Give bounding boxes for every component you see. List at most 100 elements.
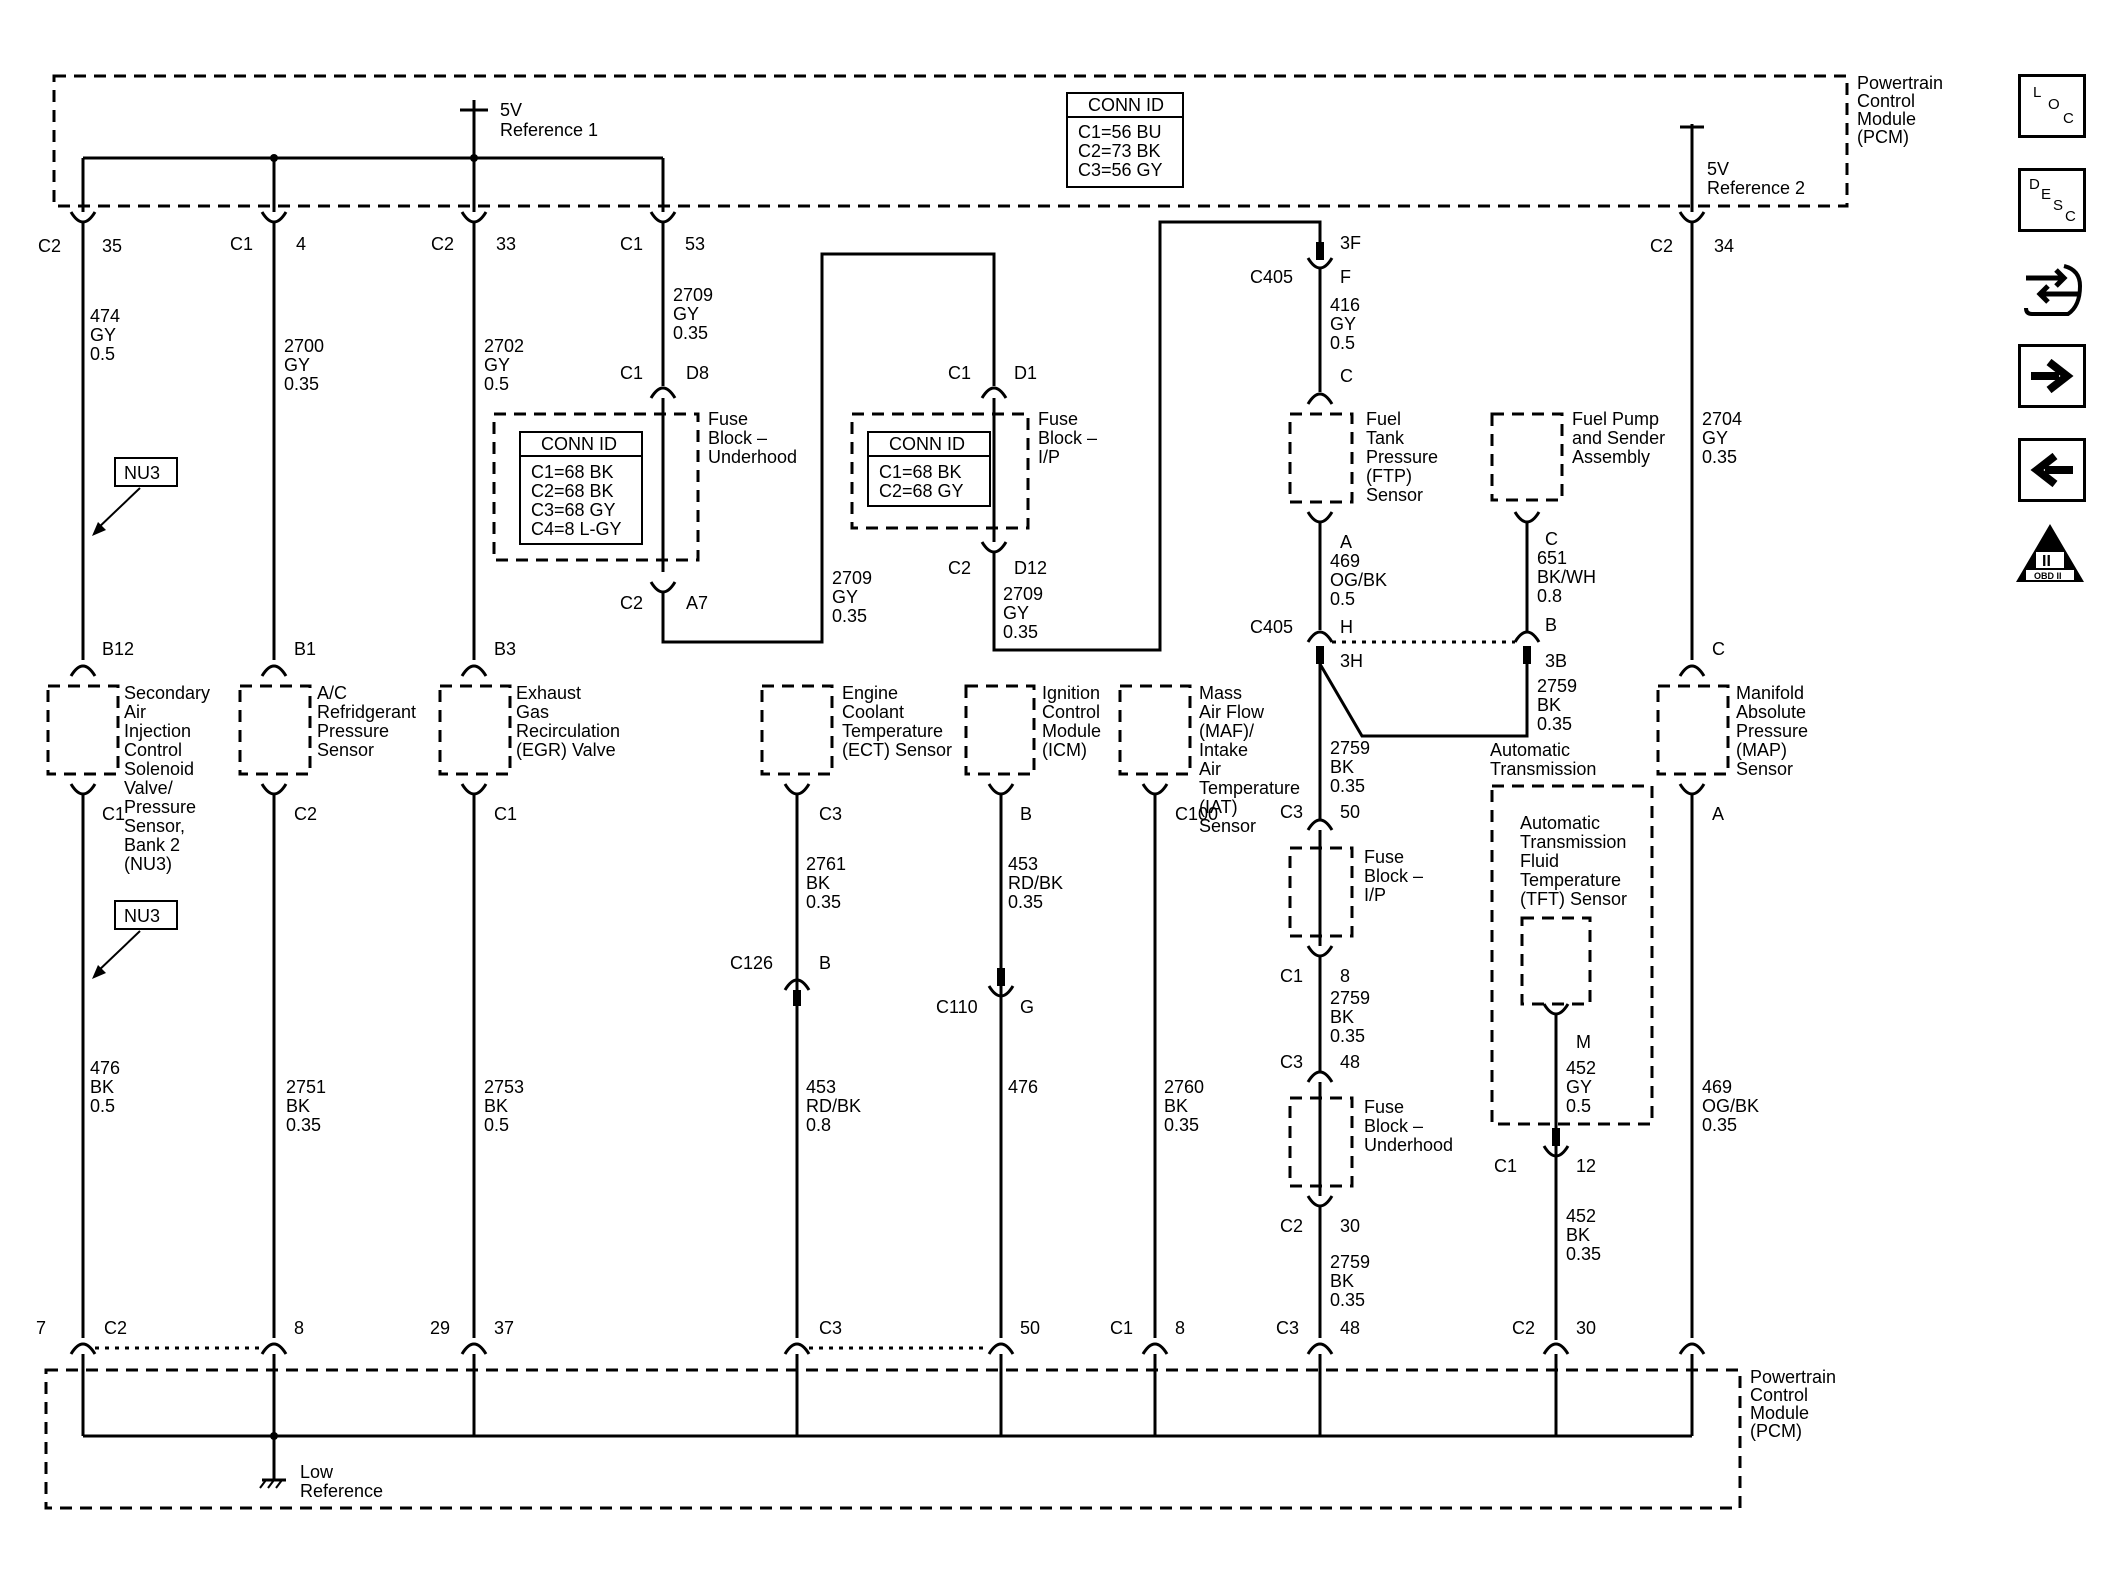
pin-s1-top: B12 xyxy=(102,639,134,659)
pcm-bottom-box xyxy=(44,1368,1742,1510)
svg-text:Sensor: Sensor xyxy=(1366,485,1423,505)
previous-page-button[interactable] xyxy=(2018,438,2086,502)
pcm-top-label-3: Module xyxy=(1857,109,1916,129)
svg-text:Exhaust: Exhaust xyxy=(516,683,581,703)
next-page-button[interactable] xyxy=(2018,344,2086,408)
wire-label-2700-2: GY xyxy=(284,355,310,375)
pin-s1-bot: C1 xyxy=(102,804,125,824)
svg-text:OBD II: OBD II xyxy=(2034,571,2062,581)
conn-label-c405-upper: C405 xyxy=(1250,267,1293,287)
svg-text:Transmission: Transmission xyxy=(1520,832,1626,852)
wire-label-2702-2: GY xyxy=(484,355,510,375)
wire-label-2761b-1: 453 xyxy=(806,1077,836,1097)
fuse-block-ip-lower xyxy=(1288,846,1354,938)
fuse-ud-lower-label-3: Underhood xyxy=(1364,1135,1453,1155)
svg-text:(NU3): (NU3) xyxy=(124,854,172,874)
conn-label-t2p: 4 xyxy=(296,234,306,254)
loc-icon: L O C xyxy=(2033,84,2074,127)
conn-label-fuc1: C1 xyxy=(620,363,643,383)
pin-maf-e: C100 xyxy=(1175,804,1218,824)
conn-label-h: H xyxy=(1340,617,1353,637)
svg-text:Pressure: Pressure xyxy=(1736,721,1808,741)
svg-text:(IAT): (IAT) xyxy=(1199,797,1238,817)
conn-label-3f: 3F xyxy=(1340,233,1361,253)
conn-label-b3c: 29 xyxy=(430,1318,450,1338)
conn-label-t3p: 33 xyxy=(496,234,516,254)
svg-text:C2=73 BK: C2=73 BK xyxy=(1078,141,1161,161)
fuse-ip-top-label-2: Block – xyxy=(1038,428,1097,448)
conn-label-b8c: C2 xyxy=(1512,1318,1535,1338)
wire-label-452a-3: 0.5 xyxy=(1566,1096,1591,1116)
location-button[interactable]: L O C xyxy=(2018,74,2086,138)
wire-label-2709b-1: 2709 xyxy=(832,568,872,588)
wire-label-452b-1: 452 xyxy=(1566,1206,1596,1226)
conn-label-c110: C110 xyxy=(936,997,978,1017)
pcm-bottom-label-1: Powertrain xyxy=(1750,1367,1836,1387)
ac-pressure-label: A/C Refridgerant Pressure Sensor xyxy=(317,683,416,760)
svg-text:C1=68 BK: C1=68 BK xyxy=(879,462,962,482)
ref1-label: Reference 1 xyxy=(500,120,598,140)
wire-label-2709a-1: 2709 xyxy=(673,285,713,305)
svg-text:Temperature: Temperature xyxy=(1199,778,1300,798)
wire-label-2759d-2: BK xyxy=(1330,1271,1354,1291)
ground-icon xyxy=(259,1478,286,1489)
fuse-ud-lower-label-1: Fuse xyxy=(1364,1097,1404,1117)
wire-label-476-2: BK xyxy=(90,1077,114,1097)
fuse-ip-lower-label-2: Block – xyxy=(1364,866,1423,886)
fuel-pump-box xyxy=(1490,412,1564,502)
svg-text:Temperature: Temperature xyxy=(842,721,943,741)
wire-label-2759a-2: BK xyxy=(1537,695,1561,715)
wire-label-416-3: 0.5 xyxy=(1330,333,1355,353)
ect-sensor-label: Engine Coolant Temperature (ECT) Sensor xyxy=(842,683,952,760)
wire-label-2709a-2: GY xyxy=(673,304,699,324)
wire-label-2761a-1: 2761 xyxy=(806,854,846,874)
pin-fp-c: C xyxy=(1545,529,1558,549)
pcm-top-connectors xyxy=(69,211,1706,236)
conn-label-3b: 3B xyxy=(1545,651,1567,671)
desc-icon: D E S C xyxy=(2029,176,2076,225)
svg-text:(ECT) Sensor: (ECT) Sensor xyxy=(842,740,952,760)
description-button[interactable]: D E S C xyxy=(2018,168,2086,232)
option-badge-nu3-lower: NU3 xyxy=(92,900,178,979)
pin-s3-bot: C1 xyxy=(494,804,517,824)
svg-text:(ICM): (ICM) xyxy=(1042,740,1087,760)
pin-icm-l: B xyxy=(1020,804,1032,824)
conn-label-fid12: D12 xyxy=(1014,558,1047,578)
svg-text:Automatic: Automatic xyxy=(1520,813,1600,833)
wire-label-453a-3: 0.35 xyxy=(1008,892,1043,912)
fuse-ud-top-label-2: Block – xyxy=(708,428,767,448)
low-reference-label-1: Low xyxy=(300,1462,334,1482)
pin-ftp-c: C xyxy=(1340,366,1353,386)
wire-label-474-3: 0.5 xyxy=(90,344,115,364)
svg-text:C2=68 GY: C2=68 GY xyxy=(879,481,964,501)
wire-label-2753-2: BK xyxy=(484,1096,508,1116)
obd-ii-button[interactable]: II OBD II xyxy=(2012,520,2088,586)
conn-label-ipb1: 8 xyxy=(1340,966,1350,986)
svg-text:Control: Control xyxy=(1042,702,1100,722)
svg-text:(TFT) Sensor: (TFT) Sensor xyxy=(1520,889,1627,909)
pcm-top-box xyxy=(52,74,1849,208)
wire-label-452a-2: GY xyxy=(1566,1077,1592,1097)
wire-label-474-2: GY xyxy=(90,325,116,345)
conn-label-udc1: C2 xyxy=(1280,1216,1303,1236)
conn-label-t3c: C2 xyxy=(431,234,454,254)
option-badge-nu3-upper: NU3 xyxy=(92,457,178,536)
wire-label-2759c-2: BK xyxy=(1330,1007,1354,1027)
ac-pressure-box xyxy=(238,684,312,776)
conn-label-t5c: C2 xyxy=(1650,236,1673,256)
svg-text:Secondary: Secondary xyxy=(124,683,210,703)
conn-label-c126: C126 xyxy=(730,953,773,973)
conn-label-b1p: C2 xyxy=(104,1318,127,1338)
auto-trans-box xyxy=(1490,784,1654,1126)
svg-text:Absolute: Absolute xyxy=(1736,702,1806,722)
wire-label-469b-3: 0.35 xyxy=(1702,1115,1737,1135)
wire-label-2761b-3: 0.8 xyxy=(806,1115,831,1135)
wire-label-2759b-3: 0.35 xyxy=(1330,776,1365,796)
conn-label-t1p: 35 xyxy=(102,236,122,256)
wire-label-2702-3: 0.5 xyxy=(484,374,509,394)
wire-label-2761a-3: 0.35 xyxy=(806,892,841,912)
fuse-ud-top-label-1: Fuse xyxy=(708,409,748,429)
connector-end-view-button[interactable] xyxy=(2018,256,2086,326)
egr-label: Exhaust Gas Recirculation (EGR) Valve xyxy=(516,683,620,760)
svg-text:and Sender: and Sender xyxy=(1572,428,1665,448)
